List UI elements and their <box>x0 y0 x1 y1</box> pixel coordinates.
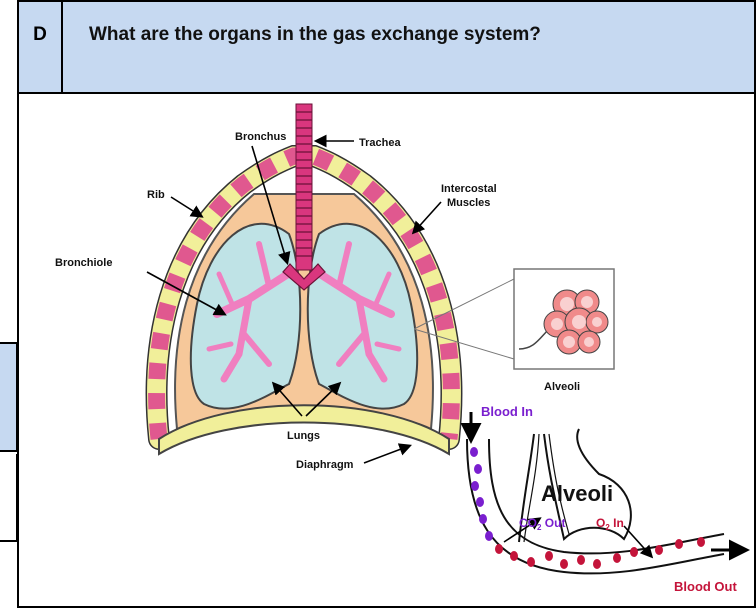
question-card: D What are the organs in the gas exchang… <box>17 0 756 608</box>
label-blood-in: Blood In <box>481 404 533 419</box>
label-bronchiole: Bronchiole <box>55 257 112 269</box>
gas-exchange-detail: Blood In Alveoli CO2 Out O2 In Blood Out <box>467 404 744 594</box>
label-diaphragm: Diaphragm <box>296 459 354 471</box>
label-o2-in: O2 In <box>596 516 624 532</box>
label-lungs: Lungs <box>287 430 320 442</box>
label-intercostal-line1: Intercostal <box>441 183 497 195</box>
left-edge-blue-cell <box>0 342 18 452</box>
question-title: What are the organs in the gas exchange … <box>89 24 541 46</box>
intercostal-pointer <box>414 202 441 232</box>
label-alveoli-small: Alveoli <box>544 381 580 393</box>
label-blood-out: Blood Out <box>674 579 737 594</box>
label-rib: Rib <box>147 189 165 201</box>
label-co2-out: CO2 Out <box>519 516 565 532</box>
label-bronchus: Bronchus <box>235 131 286 143</box>
left-edge-white-cell <box>0 454 18 542</box>
card-header: D What are the organs in the gas exchang… <box>19 2 754 94</box>
section-letter: D <box>19 2 63 92</box>
label-intercostal-line2: Muscles <box>447 197 490 209</box>
label-trachea: Trachea <box>359 137 401 149</box>
diaphragm-pointer <box>364 446 409 463</box>
label-alveoli-large: Alveoli <box>541 481 613 506</box>
rib-pointer <box>171 197 201 216</box>
gas-exchange-diagram: Bronchus Trachea Rib Intercostal Muscles… <box>19 94 754 606</box>
